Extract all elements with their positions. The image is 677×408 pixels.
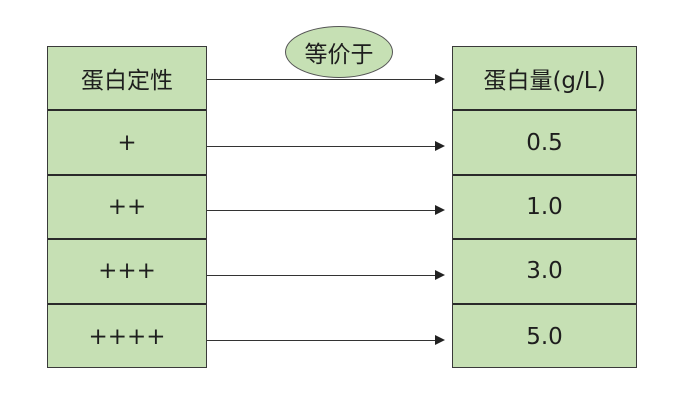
qualitative-header: 蛋白定性 [48, 47, 206, 112]
arrow-row-2 [207, 205, 445, 215]
amount-row-2: 1.0 [453, 176, 636, 241]
amount-row-3: 3.0 [453, 240, 636, 305]
arrow-row-4 [207, 335, 445, 345]
qualitative-row-1: + [48, 111, 206, 176]
arrow-row-1 [207, 141, 445, 151]
qualitative-protein-column: 蛋白定性 + ++ +++ ++++ [47, 46, 207, 368]
arrow-row-3 [207, 270, 445, 280]
protein-amount-column: 蛋白量(g/L) 0.5 1.0 3.0 5.0 [452, 46, 637, 368]
amount-row-1: 0.5 [453, 111, 636, 176]
amount-row-4: 5.0 [526, 323, 563, 350]
qualitative-row-3: +++ [48, 240, 206, 305]
arrow-header [207, 74, 445, 84]
qualitative-row-2: ++ [48, 176, 206, 241]
amount-header: 蛋白量(g/L) [453, 47, 636, 112]
qualitative-row-4: ++++ [88, 323, 166, 350]
equivalence-label: 等价于 [285, 26, 393, 78]
